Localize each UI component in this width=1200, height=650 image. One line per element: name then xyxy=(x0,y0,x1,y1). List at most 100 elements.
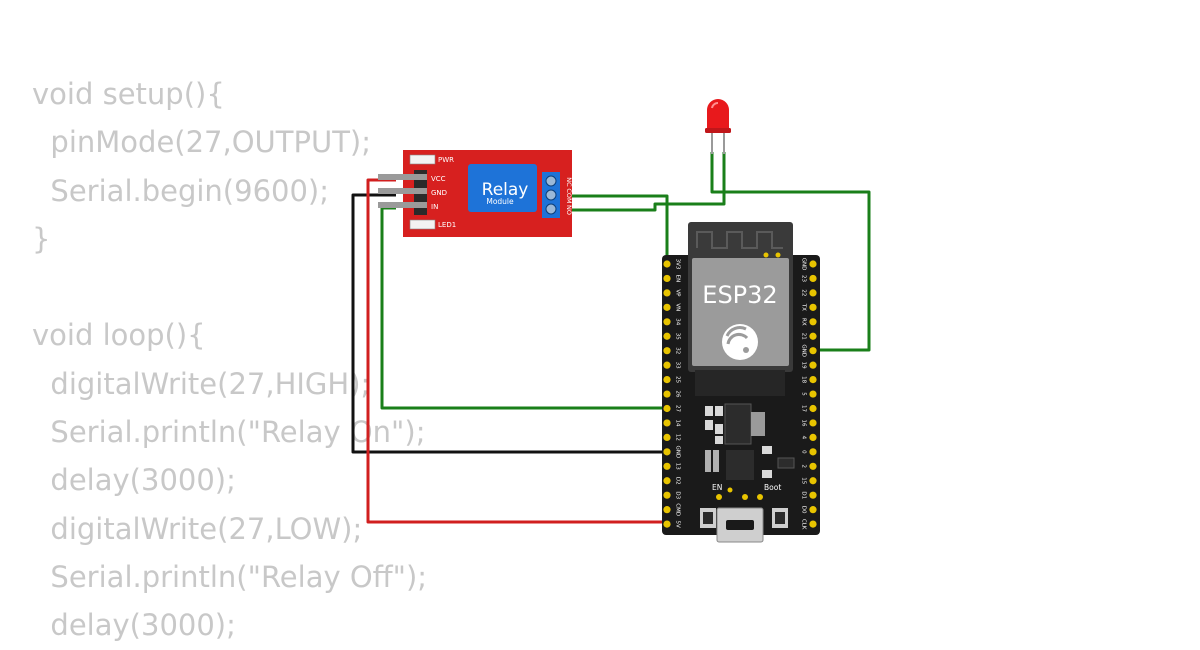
pin-label: 33 xyxy=(675,362,681,369)
code-line: void setup(){ xyxy=(32,77,225,111)
pin-label: GND xyxy=(801,258,807,271)
pin-label: D1 xyxy=(801,491,807,499)
esp32-title: ESP32 xyxy=(702,281,777,309)
relay-led1 xyxy=(409,219,436,230)
header-pin[interactable] xyxy=(663,332,671,340)
espressif-logo-icon xyxy=(722,324,758,360)
header-pin[interactable] xyxy=(809,419,817,427)
relay-pin-vcc: VCC xyxy=(431,175,446,183)
header-pin[interactable] xyxy=(663,274,671,283)
header-pin[interactable] xyxy=(809,332,817,340)
en-button[interactable] xyxy=(700,508,716,528)
pin-label: VP xyxy=(675,289,681,297)
header-pin[interactable] xyxy=(663,520,671,528)
pin-label: 34 xyxy=(675,318,681,325)
wire-gnd-black xyxy=(351,193,667,454)
voltage-regulator xyxy=(724,403,752,445)
relay-pin-gnd: GND xyxy=(431,189,447,197)
header-pin[interactable] xyxy=(809,390,817,398)
pin-label: 3V3 xyxy=(675,259,681,270)
header-pin[interactable] xyxy=(663,289,671,297)
relay-led1-label: LED1 xyxy=(438,221,456,229)
header-pin[interactable] xyxy=(663,433,671,441)
header-pin[interactable] xyxy=(809,260,817,268)
relay-terminal-nc: NC xyxy=(565,177,573,187)
pin-label: 2 xyxy=(801,465,807,469)
esp32-board[interactable]: ESP32 EN Boot xyxy=(662,222,820,543)
header-pin[interactable] xyxy=(663,376,671,384)
pin-label: D0 xyxy=(801,506,807,514)
code-line: Serial.begin(9600); xyxy=(32,173,330,208)
pin-label: 27 xyxy=(675,405,681,412)
header-pin[interactable] xyxy=(663,506,671,514)
pin-label: CLK xyxy=(801,519,807,530)
header-pin[interactable] xyxy=(663,491,671,499)
header-pin[interactable] xyxy=(809,289,817,297)
header-pin[interactable] xyxy=(809,274,817,283)
pin-label: 26 xyxy=(675,391,681,398)
relay-title: Relay xyxy=(482,180,529,200)
header-pin[interactable] xyxy=(663,477,671,485)
header-pin[interactable] xyxy=(809,303,817,311)
pin-label: 14 xyxy=(675,419,681,426)
relay-terminal-no: NO xyxy=(565,205,573,215)
code-line: digitalWrite(27,HIGH); xyxy=(32,366,371,401)
pin-label: TX xyxy=(801,303,807,311)
pin-label: 4 xyxy=(801,436,807,440)
pin-label: 16 xyxy=(801,419,807,426)
header-pin[interactable] xyxy=(663,303,671,311)
pin-label: 15 xyxy=(801,477,807,484)
header-pin[interactable] xyxy=(663,404,671,413)
pin-label: 35 xyxy=(675,333,681,340)
code-editor: void setup(){ pinMode(27,OUTPUT); Serial… xyxy=(32,70,427,650)
pin-label: 12 xyxy=(675,434,681,441)
header-pin[interactable] xyxy=(809,448,817,456)
header-pin[interactable] xyxy=(809,462,817,470)
boot-button[interactable] xyxy=(772,508,788,528)
relay-pin-in: IN xyxy=(431,203,438,211)
pin-label: 5V xyxy=(675,520,681,527)
header-pin[interactable] xyxy=(809,491,817,499)
header-pin[interactable] xyxy=(809,520,817,528)
code-line: void loop(){ xyxy=(32,318,206,353)
header-pin[interactable] xyxy=(809,376,817,384)
header-pin[interactable] xyxy=(809,318,817,326)
header-pin[interactable] xyxy=(809,347,817,355)
header-pin[interactable] xyxy=(663,347,671,355)
header-pin[interactable] xyxy=(809,433,817,441)
pin-label: 25 xyxy=(675,376,681,383)
esp32-left-header: 3V3ENVPVN343532332526271412GND13D2D3CMD5… xyxy=(663,259,681,528)
pin-label: 18 xyxy=(801,376,807,383)
code-line: pinMode(27,OUTPUT); xyxy=(32,125,372,160)
header-pin[interactable] xyxy=(809,404,817,413)
pin-label: 22 xyxy=(801,289,807,296)
relay-terminal-com: COM xyxy=(565,188,573,203)
code-line: Serial.println("Relay On"); xyxy=(32,415,426,450)
header-pin[interactable] xyxy=(663,318,671,326)
header-pin[interactable] xyxy=(663,462,671,470)
micro-usb-port xyxy=(716,507,764,543)
red-led[interactable] xyxy=(705,99,731,154)
pin-label: VN xyxy=(675,303,681,311)
wire-led-gnd-green xyxy=(710,152,871,352)
relay-pwr-led xyxy=(409,154,436,165)
header-pin[interactable] xyxy=(663,390,671,398)
pin-label: CMD xyxy=(675,503,681,516)
header-pin[interactable] xyxy=(809,361,817,369)
header-pin[interactable] xyxy=(663,361,671,369)
header-pin[interactable] xyxy=(663,260,671,268)
circuit-diagram: VCC GND IN PWR LED1 Relay Module NC COM … xyxy=(351,99,871,543)
code-line: Serial.println("Relay Off"); xyxy=(32,559,428,594)
relay-pwr-label: PWR xyxy=(438,156,454,164)
code-line: delay(3000); xyxy=(32,463,236,498)
relay-block xyxy=(468,164,537,212)
relay-module[interactable]: VCC GND IN PWR LED1 Relay Module NC COM … xyxy=(378,150,573,237)
header-pin[interactable] xyxy=(809,477,817,485)
usb-uart-chip xyxy=(726,450,754,480)
header-pin[interactable] xyxy=(663,448,671,456)
pin-label: 23 xyxy=(801,275,807,282)
header-pin[interactable] xyxy=(809,506,817,514)
header-pin[interactable] xyxy=(663,419,671,427)
pin-label: D3 xyxy=(675,491,681,499)
